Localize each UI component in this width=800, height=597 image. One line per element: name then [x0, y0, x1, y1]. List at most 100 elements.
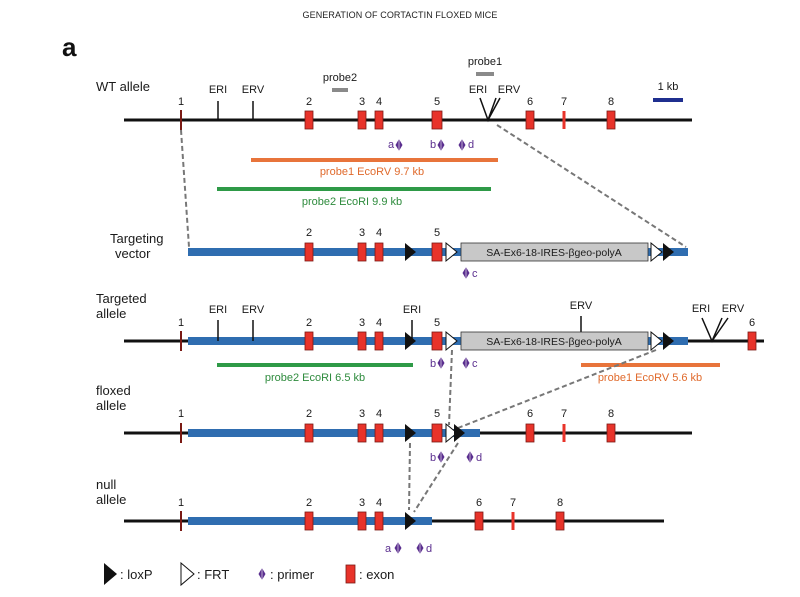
nu-exon-8-label: 8 — [557, 497, 563, 509]
ta-eri-label: ERI — [209, 304, 227, 316]
nu-exon-6 — [474, 511, 484, 531]
legend-primer-label: : primer — [270, 567, 315, 582]
primer-d-label: d — [468, 139, 474, 151]
homology-right-dash — [496, 124, 687, 248]
tv-frt-1 — [445, 242, 458, 262]
ta-exon-1-label: 1 — [178, 317, 184, 329]
nu-loxp — [405, 512, 416, 530]
wt-exon-4 — [374, 110, 384, 130]
nu-exon-2-label: 2 — [306, 497, 312, 509]
ta-eri-erv-sites — [701, 317, 729, 343]
floxed-allele-label-1: floxed — [96, 383, 131, 398]
cre-dash-right — [413, 442, 459, 513]
fl-exon-4-label: 4 — [376, 408, 382, 420]
wt-exon-5 — [431, 110, 443, 130]
scale-bar — [653, 98, 683, 102]
ta-primer-c-label: c — [472, 358, 478, 370]
wt-exon-5-label: 5 — [434, 96, 440, 108]
probe1-bar — [476, 72, 494, 76]
nu-primer-a — [394, 541, 402, 555]
cre-dash-left — [408, 442, 411, 511]
legend-loxp-icon — [104, 563, 117, 585]
wt-exon-2-label: 2 — [306, 96, 312, 108]
ta-exon-2 — [304, 331, 314, 351]
probe2-wt-label: probe2 EcoRI 9.9 kb — [302, 196, 402, 208]
wt-exon-7-label: 7 — [561, 96, 567, 108]
legend-primer-icon — [258, 567, 266, 581]
tv-exon-4 — [374, 242, 384, 262]
ta-erv2-label: ERV — [570, 300, 593, 312]
ta-cassette-label: SA-Ex6-18-IRES-βgeo-polyA — [486, 336, 622, 348]
tv-primer-c-label: c — [472, 268, 478, 280]
ta-primer-b — [437, 356, 445, 370]
tv-exon-5-label: 5 — [434, 227, 440, 239]
nu-exon-8 — [555, 511, 565, 531]
probe2-targeted-label: probe2 EcoRI 6.5 kb — [265, 372, 365, 384]
targeted-allele-label-1: Targeted — [96, 291, 147, 306]
fl-exon-3-label: 3 — [359, 408, 365, 420]
nu-exon-2 — [304, 511, 314, 531]
tv-exon-4-label: 4 — [376, 227, 382, 239]
fl-primer-d-label: d — [476, 452, 482, 464]
wt-exon-3-label: 3 — [359, 96, 365, 108]
tv-exon-3-label: 3 — [359, 227, 365, 239]
wt-allele-label: WT allele — [96, 79, 150, 94]
ta-frt-1 — [445, 331, 458, 351]
ta-cassette — [460, 331, 649, 351]
tv-exon-3 — [357, 242, 367, 262]
nu-exon-1-label: 1 — [178, 497, 184, 509]
fl-exon-6-label: 6 — [527, 408, 533, 420]
ta-primer-b-label: b — [430, 358, 436, 370]
fl-exon-4 — [374, 423, 384, 443]
wt-eri-label: ERI — [209, 84, 227, 96]
ta-exon-3-label: 3 — [359, 317, 365, 329]
nu-exon-3-label: 3 — [359, 497, 365, 509]
probe1-targeted-label: probe1 EcoRV 5.6 kb — [598, 372, 702, 384]
ta-exon-6-label: 6 — [749, 317, 755, 329]
probe2-label: probe2 — [323, 72, 357, 84]
wt-exon-2 — [304, 110, 314, 130]
fl-primer-b-label: b — [430, 452, 436, 464]
legend-frt-label: : FRT — [197, 567, 229, 582]
null-allele-label-2: allele — [96, 492, 126, 507]
probe1-label: probe1 — [468, 56, 502, 68]
flp-dash-left — [448, 349, 453, 426]
fl-exon-2-label: 2 — [306, 408, 312, 420]
nu-primer-d — [416, 541, 424, 555]
ta-loxp-2 — [663, 332, 674, 350]
fl-primer-d — [466, 450, 474, 464]
tv-cassette-label: SA-Ex6-18-IRES-βgeo-polyA — [486, 247, 622, 259]
wt-eri-erv-sites — [479, 97, 501, 123]
legend-exon-label: : exon — [359, 567, 394, 582]
wt-exon-6-label: 6 — [527, 96, 533, 108]
fl-exon-5 — [431, 423, 443, 443]
wt-exon-8-label: 8 — [608, 96, 614, 108]
primer-b-label: b — [430, 139, 436, 151]
legend: : loxP : FRT : primer : exon — [104, 561, 394, 587]
ta-exon-4-label: 4 — [376, 317, 382, 329]
scale-bar-label: 1 kb — [658, 81, 679, 93]
ta-exon-6 — [747, 331, 757, 351]
fl-exon-5-label: 5 — [434, 408, 440, 420]
fl-exon-6 — [525, 423, 535, 443]
legend-loxp-label: : loxP — [120, 567, 153, 582]
ta-primer-c — [462, 356, 470, 370]
tv-cassette — [460, 242, 649, 262]
nu-exon-4 — [374, 511, 384, 531]
primer-a-label: a — [388, 139, 395, 151]
ta-exon-3 — [357, 331, 367, 351]
wt-eri2-label: ERI — [469, 84, 487, 96]
targeted-allele-label-2: allele — [96, 306, 126, 321]
wt-exon-8 — [606, 110, 616, 130]
nu-primer-a-label: a — [385, 543, 392, 555]
fl-primer-b — [437, 450, 445, 464]
ta-exon-5-label: 5 — [434, 317, 440, 329]
primer-d — [458, 138, 466, 152]
ta-loxp-1 — [405, 332, 416, 350]
primer-b — [437, 138, 445, 152]
ta-eri2-label: ERI — [403, 304, 421, 316]
tv-loxp-1 — [405, 243, 416, 261]
figure-title: GENERATION OF CORTACTIN FLOXED MICE — [302, 10, 497, 20]
nu-exon-6-label: 6 — [476, 497, 482, 509]
